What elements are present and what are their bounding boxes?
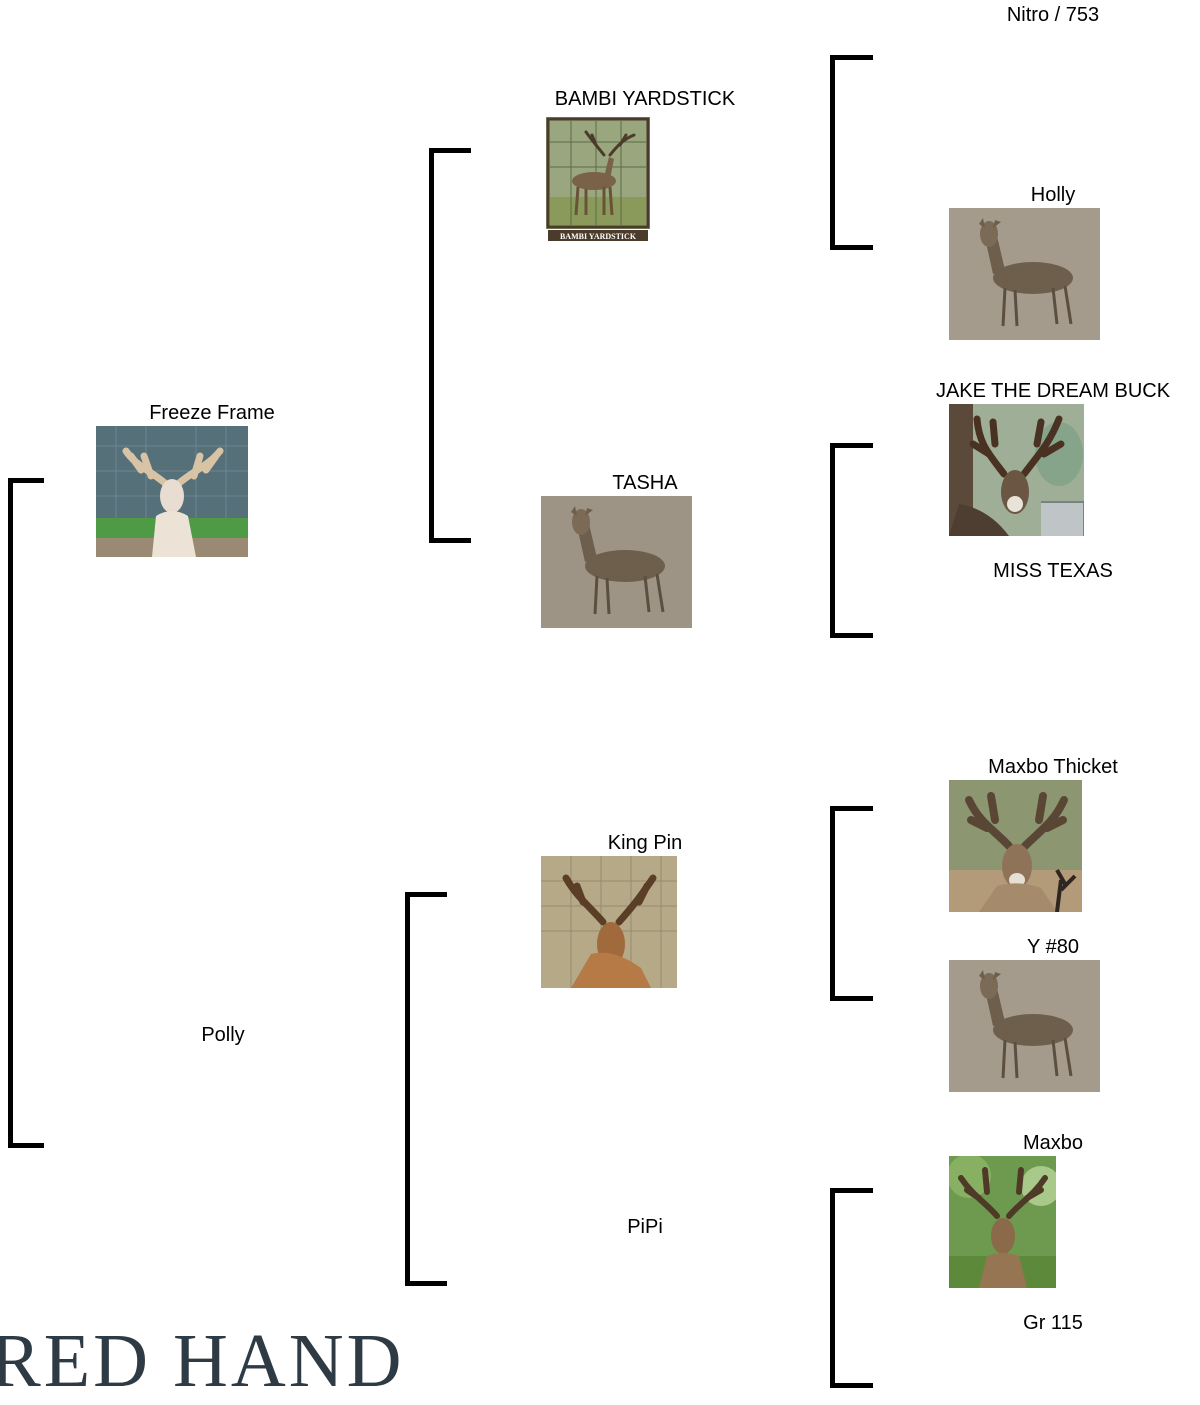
sire-sire-sire-name: Holly bbox=[1030, 184, 1076, 206]
deer-buck-velvet-photo bbox=[96, 426, 248, 557]
red-hand-logo: RED HAND bbox=[0, 1319, 405, 1403]
deer-buck-green-photo bbox=[949, 1156, 1056, 1288]
dam-dam-dam-name: Gr 115 bbox=[1023, 1312, 1083, 1334]
pedigree-bracket-root bbox=[8, 478, 44, 1148]
doe-photo bbox=[541, 496, 692, 628]
deer-buck-fence-photo bbox=[541, 856, 677, 988]
dam-dam-sire-name: Maxbo bbox=[1022, 1132, 1084, 1154]
pedigree-bracket-sire-dam bbox=[830, 443, 873, 638]
sire-dam-name: TASHA bbox=[612, 472, 678, 494]
pedigree-bracket-dam bbox=[405, 892, 447, 1286]
doe-photo bbox=[949, 960, 1100, 1092]
deer-buck-velvet-photo bbox=[949, 780, 1082, 912]
pedigree-bracket-dam-dam bbox=[830, 1188, 873, 1388]
pedigree-bracket-sire bbox=[429, 148, 471, 543]
deer-buck-cactus-photo bbox=[949, 404, 1084, 536]
sire-name: BAMBI YARDSTICK bbox=[554, 88, 736, 110]
subject-name: Freeze Frame bbox=[149, 402, 275, 424]
doe-photo bbox=[949, 208, 1100, 340]
dam-sire-name: King Pin bbox=[607, 832, 683, 854]
dam-sire-dam-name: Y #80 bbox=[1027, 936, 1079, 958]
deer-buck-fence-photo bbox=[546, 117, 650, 243]
dam-name: Polly bbox=[201, 1024, 245, 1046]
dam-dam-name: PiPi bbox=[627, 1216, 663, 1238]
sire-dam-dam-name: MISS TEXAS bbox=[993, 560, 1113, 582]
pedigree-bracket-dam-sire bbox=[830, 806, 873, 1001]
sire-photo-caption: BAMBI YARDSTICK bbox=[559, 232, 637, 241]
sire-sire-name: Nitro / 753 bbox=[1006, 4, 1100, 26]
dam-sire-sire-name: Maxbo Thicket bbox=[988, 756, 1118, 778]
pedigree-bracket-sire-sire bbox=[830, 55, 873, 250]
sire-dam-sire-name: JAKE THE DREAM BUCK bbox=[935, 380, 1171, 402]
